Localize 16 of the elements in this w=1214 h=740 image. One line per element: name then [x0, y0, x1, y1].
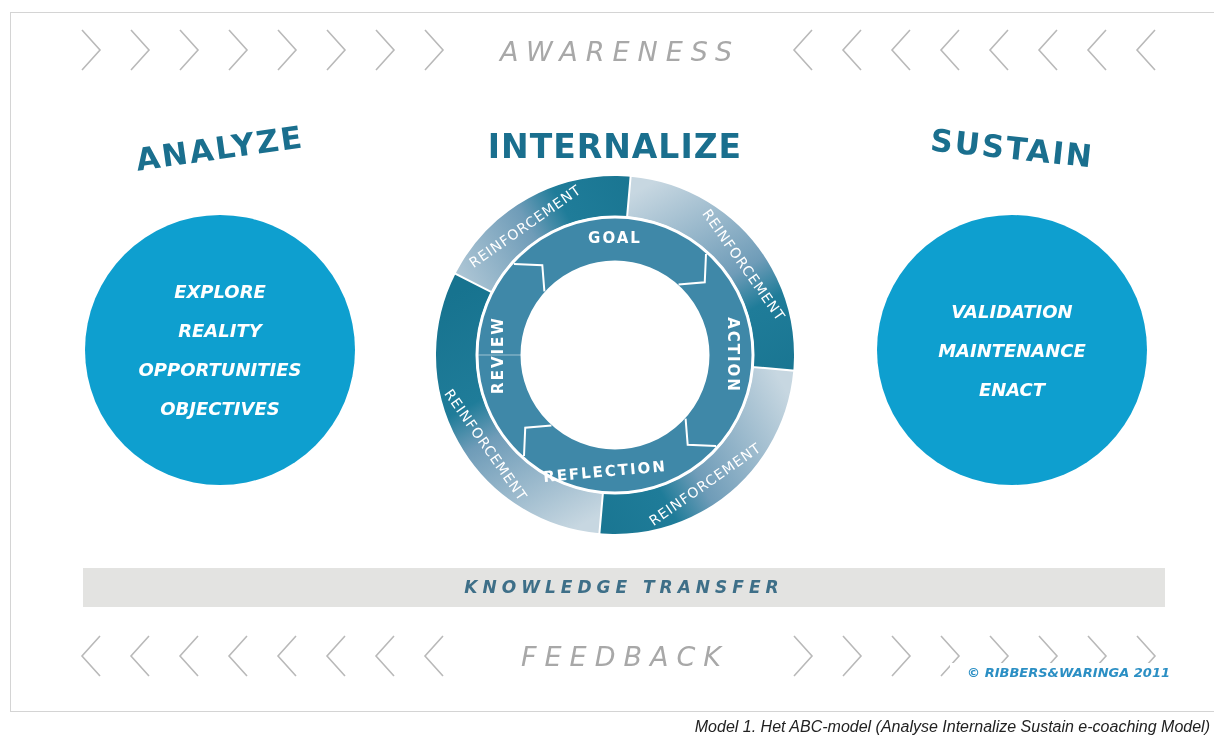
circle-item: VALIDATION: [951, 299, 1073, 324]
cycle-step-label: GOAL: [588, 230, 642, 246]
circle-item: REALITY: [178, 319, 262, 343]
circle-heading: ANALYZE: [132, 117, 307, 180]
circle-item: ENACT: [978, 377, 1046, 402]
circle-heading: SUSTAIN: [927, 120, 1097, 177]
circle-item: OPPORTUNITIES: [138, 358, 302, 382]
cycle-step-label: ACTION: [724, 317, 740, 393]
ring-heading: INTERNALIZE: [486, 126, 744, 168]
knowledge-band: KNOWLEDGE TRANSFER: [83, 568, 1165, 607]
caption: Model 1. Het ABC-model (Analyse Internalize Sustain e-coaching Model): [694, 717, 1210, 737]
awareness-label: AWARENESS: [498, 35, 742, 69]
circle-item: OBJECTIVES: [160, 397, 280, 421]
feedback-label: FEEDBACK: [520, 640, 730, 674]
circle-item: MAINTENANCE: [938, 338, 1086, 363]
circle-item: EXPLORE: [174, 280, 266, 304]
